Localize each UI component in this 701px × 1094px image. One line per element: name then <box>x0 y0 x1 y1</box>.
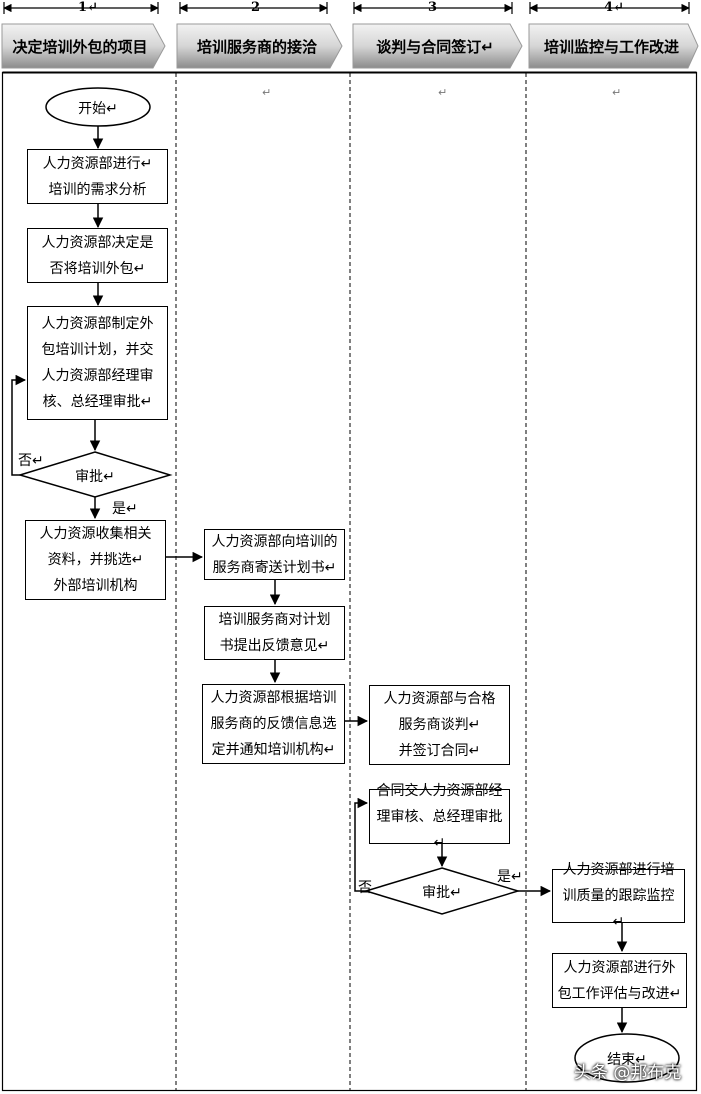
step-text: 人力资源部决定是 <box>41 234 154 251</box>
end-oval <box>574 1033 680 1083</box>
edge-label-yes-2: 是↵ <box>497 869 523 885</box>
step-text: 理审核、总经理审批↵ <box>376 808 503 851</box>
ruler-number-3: 3 <box>428 0 438 15</box>
lane-header-4: 培训监控与工作改进 <box>543 37 679 56</box>
step-text: 人力资源部与合格 <box>383 691 496 707</box>
step-text: 外部培训机构 <box>53 578 138 594</box>
step-text: 定并通知培训机构↵ <box>211 742 336 758</box>
step-text: 否将培训外包↵ <box>49 260 146 277</box>
step-needs-analysis: 人力资源部进行↵ 培训的需求分析 <box>27 149 168 204</box>
step-text: 资料，并挑选↵ <box>47 552 144 568</box>
lane-header-2: 培训服务商的接洽 <box>196 37 317 56</box>
step-text: 人力资源部根据培训 <box>210 690 337 706</box>
step-collect-data: 人力资源收集相关资料，并挑选↵ 外部培训机构 <box>25 520 166 600</box>
step-text: 服务商的反馈信息选 <box>210 716 337 732</box>
step-make-plan: 人力资源部制定外包培训计划，并交人力资源部经理审核、总经理审批↵ <box>27 306 168 420</box>
ruler-number-1: 1↵ <box>78 0 98 15</box>
lane-header-3: 谈判与合同签订↵ <box>376 37 494 56</box>
step-text: 人力资源部制定外 <box>41 316 154 332</box>
step-text: 包工作评估与改进↵ <box>557 985 682 1002</box>
step-text: 并签订合同↵ <box>398 743 481 759</box>
step-text: 人力资源部经理审 <box>41 368 154 384</box>
step-text: 训质量的跟踪监控↵ <box>562 888 675 930</box>
ruler-number-4: 4↵ <box>604 0 624 15</box>
start-label: 开始↵ <box>78 101 118 117</box>
step-text: 合同交人力资源部经 <box>376 782 503 799</box>
step-text: 培训服务商对计划 <box>218 612 331 628</box>
lane-header-1: 决定培训外包的项目 <box>12 37 148 56</box>
decision-2-shape <box>363 867 521 915</box>
step-decide-outsource: 人力资源部决定是否将培训外包↵ <box>27 228 168 283</box>
step-text: 服务商谈判↵ <box>398 717 481 733</box>
step-provider-feedback: 培训服务商对计划书提出反馈意见↵ <box>204 606 345 660</box>
decision-1-label: 审批↵ <box>75 469 115 485</box>
lane-separators <box>175 73 527 1090</box>
step-evaluate-improve: 人力资源部进行外包工作评估与改进↵ <box>552 953 687 1008</box>
step-select-provider: 人力资源部根据培训服务商的反馈信息选定并通知培训机构↵ <box>202 684 345 764</box>
step-text: 人力资源部进行外 <box>563 959 676 976</box>
ruler-number-2: 2 <box>251 0 261 15</box>
step-text: 人力资源部向培训的 <box>211 533 338 550</box>
edge-label-no-1: 否↵ <box>18 453 44 469</box>
step-text: 书提出反馈意见↵ <box>219 638 330 654</box>
watermark: 头条 @邦布克 <box>574 1063 682 1083</box>
decision-2-label: 审批↵ <box>422 885 462 901</box>
lane-header-shapes <box>1 23 699 69</box>
step-quality-monitoring: 人力资源部进行培训质量的跟踪监控↵ <box>552 862 685 930</box>
lane-mark-3: ↵ <box>438 86 448 99</box>
step-text: 包培训计划，并交 <box>41 342 154 358</box>
edge-label-yes-1: 是↵ <box>112 501 138 517</box>
step-text: 人力资源部进行↵ <box>42 155 153 172</box>
step-text: 人力资源收集相关 <box>39 526 152 542</box>
lane-mark-4: ↵ <box>612 86 622 99</box>
step-text: 服务商寄送计划书↵ <box>212 559 337 576</box>
step-text: 培训的需求分析 <box>48 181 147 198</box>
column-ruler <box>3 2 690 14</box>
step-contract-approval: 合同交人力资源部经理审核、总经理审批↵ <box>369 783 510 851</box>
edge-label-no-2: 否 <box>358 880 372 896</box>
step-text: 人力资源部进行培 <box>562 862 675 878</box>
step-send-plan: 人力资源部向培训的服务商寄送计划书↵ <box>204 529 345 580</box>
end-label: 结束↵ <box>607 1052 647 1068</box>
step-negotiate-contract: 人力资源部与合格服务商谈判↵ 并签订合同↵ <box>369 685 510 765</box>
lane-mark-2: ↵ <box>262 86 272 99</box>
connectors <box>11 126 628 1034</box>
step-text: 核、总经理审批↵ <box>42 394 153 410</box>
